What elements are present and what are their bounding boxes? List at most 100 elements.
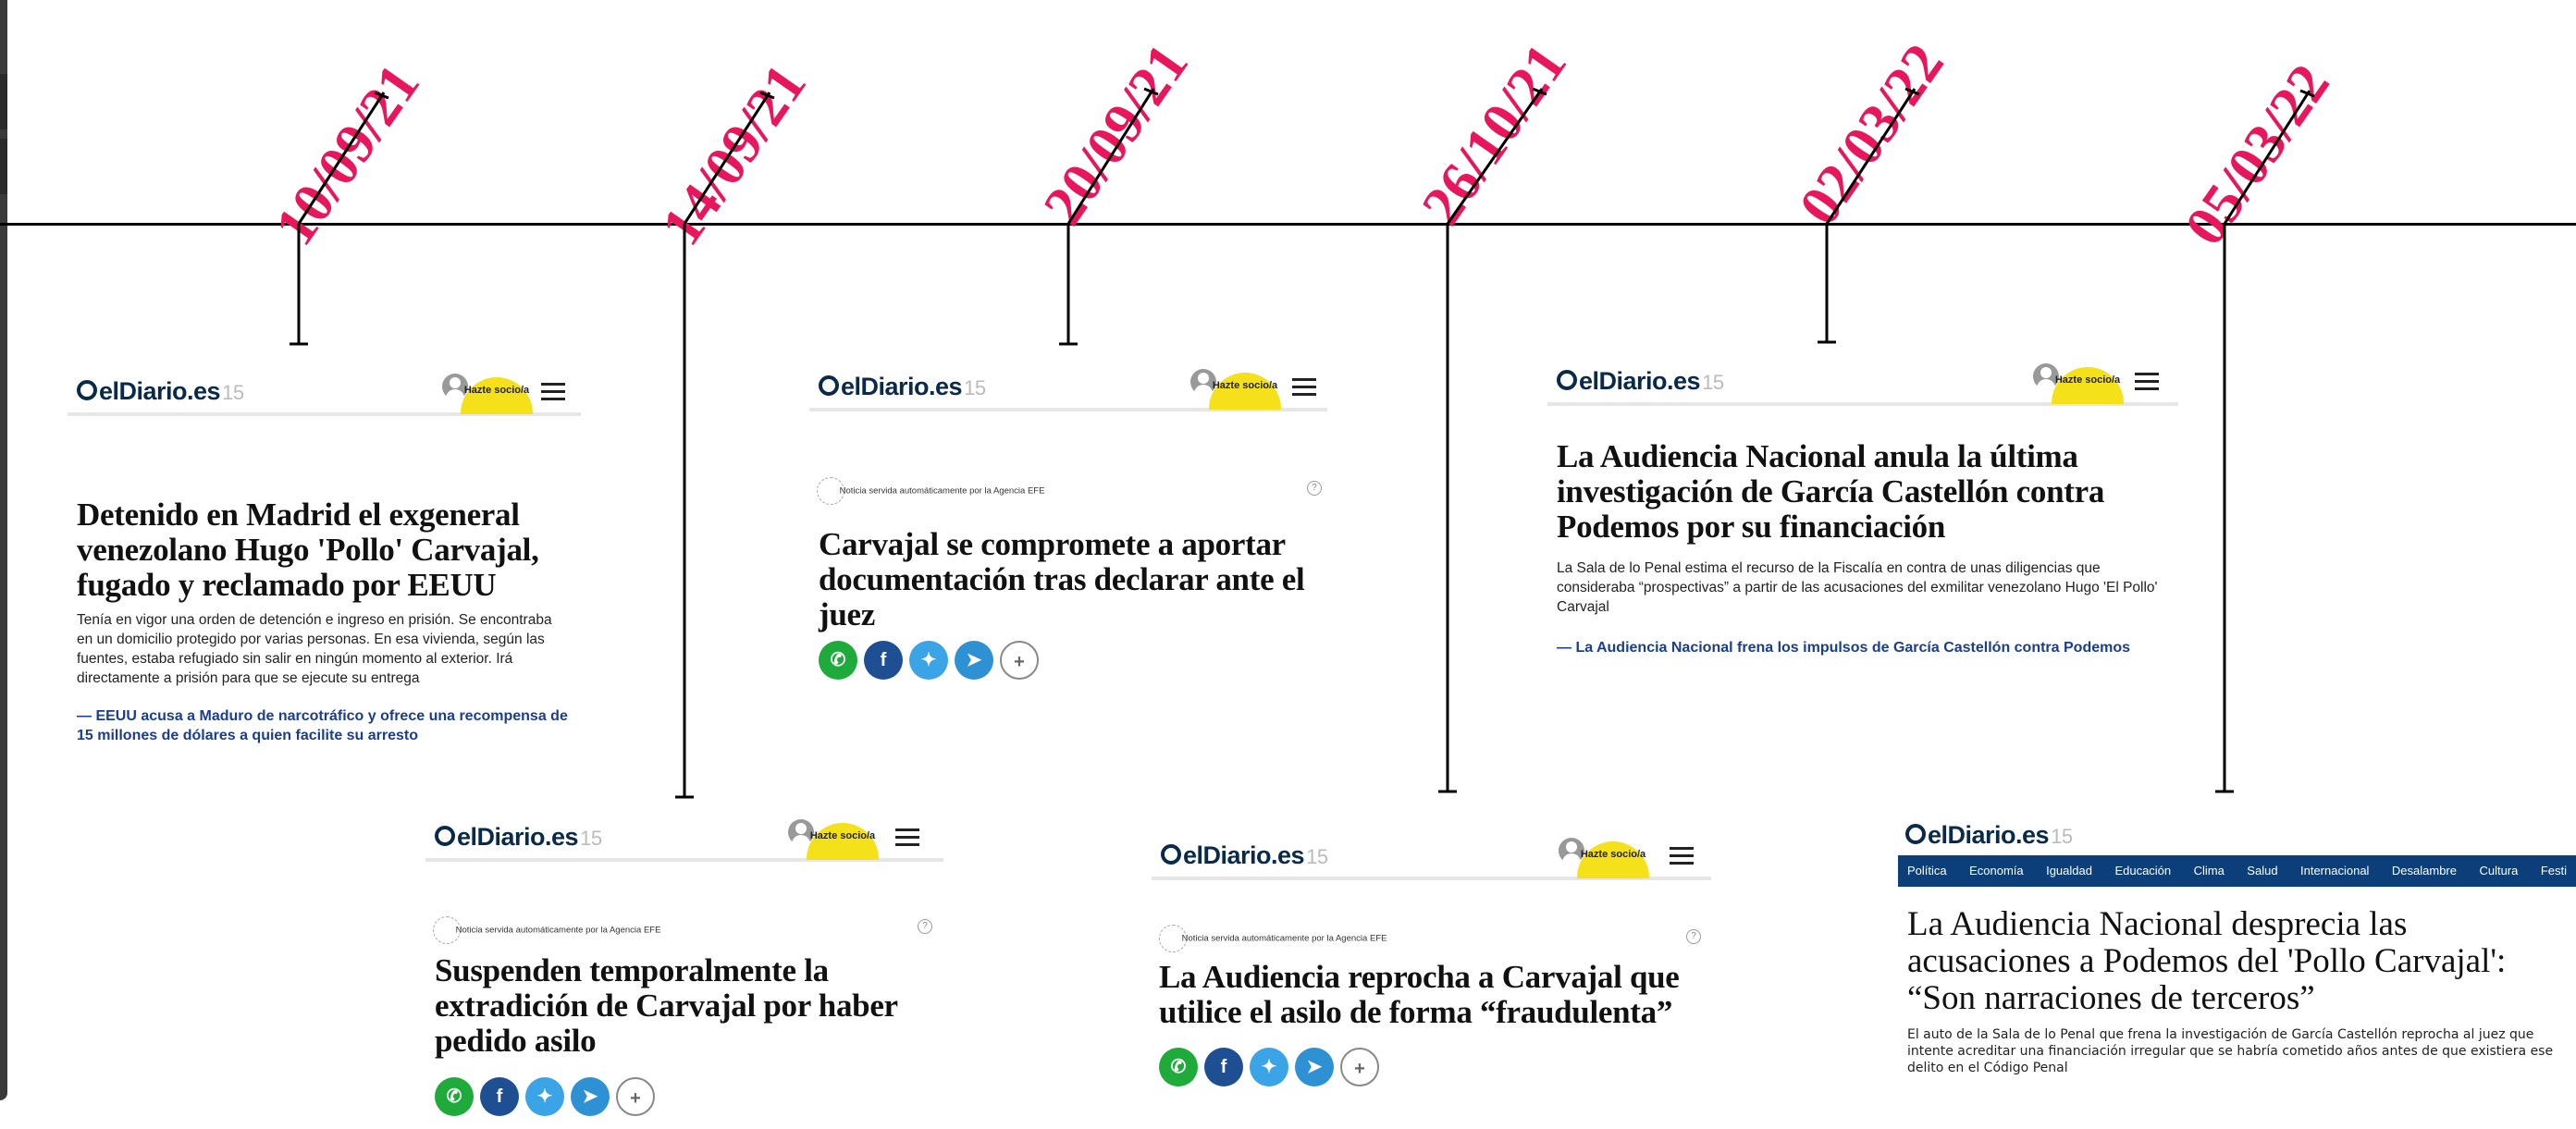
agency-note: Noticia servida automáticamente por la A… (433, 916, 660, 944)
agency-note-text: Noticia servida automáticamente por la A… (1181, 933, 1387, 944)
user-avatar-icon[interactable] (788, 819, 814, 845)
save-icon[interactable]: + (1340, 1048, 1379, 1086)
nav-item[interactable]: Igualdad (2046, 864, 2092, 877)
site-header: elDiario.es15 Hazte socio/a (809, 363, 1327, 411)
save-icon[interactable]: + (1000, 641, 1039, 680)
article-summary: Tenía en vigor una orden de detención e … (77, 612, 552, 686)
agency-note: Noticia servida automáticamente por la A… (817, 477, 1044, 505)
article-headline[interactable]: La Audiencia Nacional desprecia las acus… (1907, 905, 2507, 1017)
article-card-2[interactable]: elDiario.es15 Hazte socio/a Noticia serv… (425, 814, 943, 1123)
article-headline[interactable]: Suspenden temporalmente la extradición d… (435, 952, 898, 1059)
logo-text: elDiario.es (1579, 367, 1701, 395)
logo-text: elDiario.es (1183, 841, 1305, 869)
telegram-icon[interactable]: ➤ (571, 1077, 610, 1116)
save-icon[interactable]: + (616, 1077, 655, 1116)
article-summary: El auto de la Sala de lo Penal que frena… (1907, 1027, 2554, 1075)
logo-anniversary: 15 (580, 827, 602, 850)
user-avatar-icon[interactable] (2033, 363, 2059, 389)
site-header: elDiario.es15 Hazte socio/a (425, 814, 943, 862)
nav-item[interactable]: Política (1907, 864, 1947, 877)
timeline-axis (0, 223, 2576, 226)
twitter-icon[interactable]: ✦ (1250, 1048, 1288, 1086)
nav-item[interactable]: Clima (2193, 864, 2225, 877)
site-logo[interactable]: elDiario.es15 (819, 373, 986, 401)
article-summary: La Sala de lo Penal estima el recurso de… (1557, 560, 2158, 615)
telegram-icon[interactable]: ➤ (955, 641, 993, 680)
telegram-icon[interactable]: ➤ (1295, 1048, 1334, 1086)
site-logo[interactable]: elDiario.es15 (1557, 367, 1724, 396)
article-card-6[interactable]: elDiario.es15 Política Economía Igualdad… (1898, 814, 2576, 1100)
article-card-4[interactable]: elDiario.es15 Hazte socio/a Noticia serv… (1152, 832, 1711, 1100)
site-logo[interactable]: elDiario.es15 (435, 823, 602, 852)
logo-anniversary: 15 (2051, 825, 2073, 848)
whatsapp-icon[interactable]: ✆ (1159, 1048, 1198, 1086)
facebook-icon[interactable]: f (1204, 1048, 1243, 1086)
agency-note-text: Noticia servida automáticamente por la A… (455, 925, 661, 936)
site-header: elDiario.es15 Hazte socio/a (1152, 832, 1711, 880)
article-card-5[interactable]: elDiario.es15 Hazte socio/a La Audiencia… (1547, 358, 2178, 672)
site-header: elDiario.es15 (1898, 814, 2576, 858)
article-headline[interactable]: La Audiencia Nacional anula la última in… (1557, 438, 2105, 545)
help-icon[interactable]: ? (1307, 481, 1322, 496)
menu-icon[interactable] (1670, 847, 1694, 865)
article-headline[interactable]: La Audiencia reprocha a Carvajal que uti… (1159, 959, 1680, 1030)
agency-note: Noticia servida automáticamente por la A… (1159, 925, 1387, 952)
whatsapp-icon[interactable]: ✆ (435, 1077, 474, 1116)
facebook-icon[interactable]: f (480, 1077, 519, 1116)
user-avatar-icon[interactable] (1190, 369, 1216, 395)
logo-anniversary: 15 (1702, 371, 1724, 394)
nav-item[interactable]: Internacional (2300, 864, 2370, 877)
logo-text: elDiario.es (99, 377, 221, 405)
logo-anniversary: 15 (222, 381, 244, 404)
help-icon[interactable]: ? (918, 919, 932, 934)
window-edge-mark (0, 139, 7, 194)
help-icon[interactable]: ? (1686, 929, 1701, 944)
agency-note-text: Noticia servida automáticamente por la A… (839, 485, 1045, 497)
article-card-3[interactable]: elDiario.es15 Hazte socio/a Noticia serv… (809, 363, 1327, 682)
nav-item[interactable]: Educación (2114, 864, 2172, 877)
share-bar: ✆f✦➤+ (819, 641, 1045, 680)
user-avatar-icon[interactable] (442, 374, 468, 399)
logo-text: elDiario.es (457, 823, 579, 851)
whatsapp-icon[interactable]: ✆ (819, 641, 857, 680)
nav-item[interactable]: Cultura (2479, 864, 2519, 877)
twitter-icon[interactable]: ✦ (525, 1077, 564, 1116)
menu-icon[interactable] (541, 383, 565, 401)
window-edge-mark (0, 74, 7, 129)
section-nav: Política Economía Igualdad Educación Cli… (1898, 855, 2576, 887)
related-link[interactable]: — EEUU acusa a Maduro de narcotráfico y … (77, 708, 568, 743)
twitter-icon[interactable]: ✦ (909, 641, 948, 680)
logo-anniversary: 15 (964, 376, 986, 399)
menu-icon[interactable] (2135, 373, 2159, 391)
site-logo[interactable]: elDiario.es15 (1161, 841, 1328, 870)
join-button[interactable]: Hazte socio/a (461, 377, 533, 414)
site-header: elDiario.es15 Hazte socio/a (1547, 358, 2178, 406)
site-logo[interactable]: elDiario.es15 (1905, 821, 2073, 850)
join-button[interactable]: Hazte socio/a (1577, 841, 1649, 878)
nav-item[interactable]: Desalambre (2391, 864, 2457, 877)
join-button[interactable]: Hazte socio/a (1209, 373, 1281, 410)
logo-anniversary: 15 (1306, 845, 1328, 868)
article-card-1[interactable]: elDiario.es15 Hazte socio/a Detenido en … (68, 368, 581, 756)
nav-item[interactable]: Festi (2540, 864, 2567, 877)
related-link[interactable]: — La Audiencia Nacional frena los impuls… (1557, 640, 2131, 656)
site-logo[interactable]: elDiario.es15 (77, 377, 244, 406)
user-avatar-icon[interactable] (1559, 838, 1584, 864)
site-header: elDiario.es15 Hazte socio/a (68, 368, 581, 416)
article-headline[interactable]: Detenido en Madrid el exgeneral venezola… (77, 497, 539, 603)
facebook-icon[interactable]: f (864, 641, 903, 680)
window-edge (0, 0, 7, 1100)
share-bar: ✆f✦➤+ (435, 1077, 661, 1116)
logo-text: elDiario.es (1928, 821, 2050, 849)
menu-icon[interactable] (895, 828, 919, 847)
nav-item[interactable]: Economía (1969, 864, 2024, 877)
join-button[interactable]: Hazte socio/a (807, 823, 879, 860)
join-button[interactable]: Hazte socio/a (2052, 367, 2124, 404)
logo-text: elDiario.es (841, 373, 963, 400)
menu-icon[interactable] (1292, 378, 1316, 397)
article-headline[interactable]: Carvajal se compromete a aportar documen… (819, 526, 1305, 632)
share-bar: ✆f✦➤+ (1159, 1048, 1386, 1086)
nav-item[interactable]: Salud (2247, 864, 2278, 877)
